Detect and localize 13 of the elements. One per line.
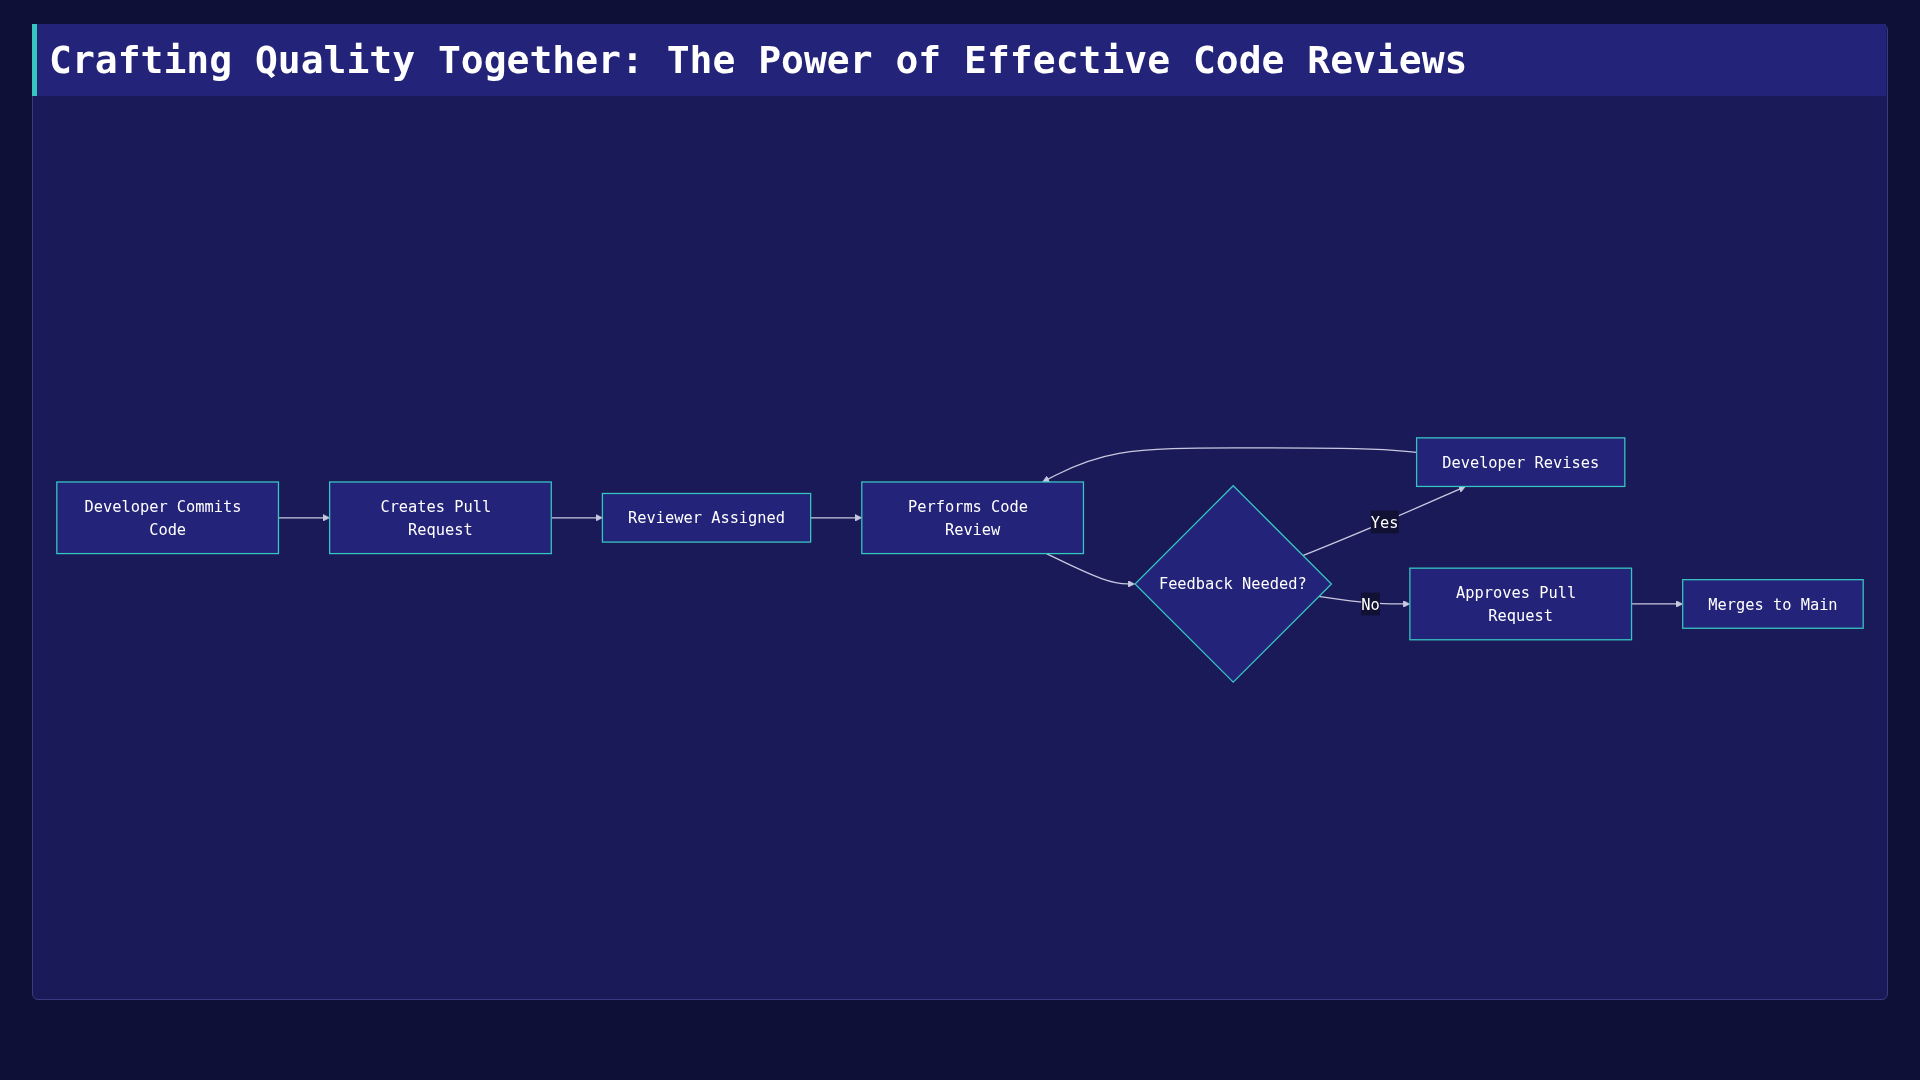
node-box: Developer Revises [1415,437,1626,488]
node-box: Reviewer Assigned [601,492,812,543]
node-box: Creates Pull Request [329,481,552,555]
edge-label: No [1361,595,1380,613]
node-box: Merges to Main [1682,579,1864,629]
node-diamond: Feedback Needed? [1134,484,1333,684]
edge-label: Yes [1370,513,1399,532]
title: Crafting Quality Together: The Power of Effective Code Reviews [32,24,1886,96]
arrow [1045,552,1135,588]
node-box: Performs Code Review [861,481,1085,555]
node-box: Approves Pull Request [1409,567,1633,641]
node-box: Developer Commits Code [56,481,280,555]
arrow [1302,485,1466,557]
